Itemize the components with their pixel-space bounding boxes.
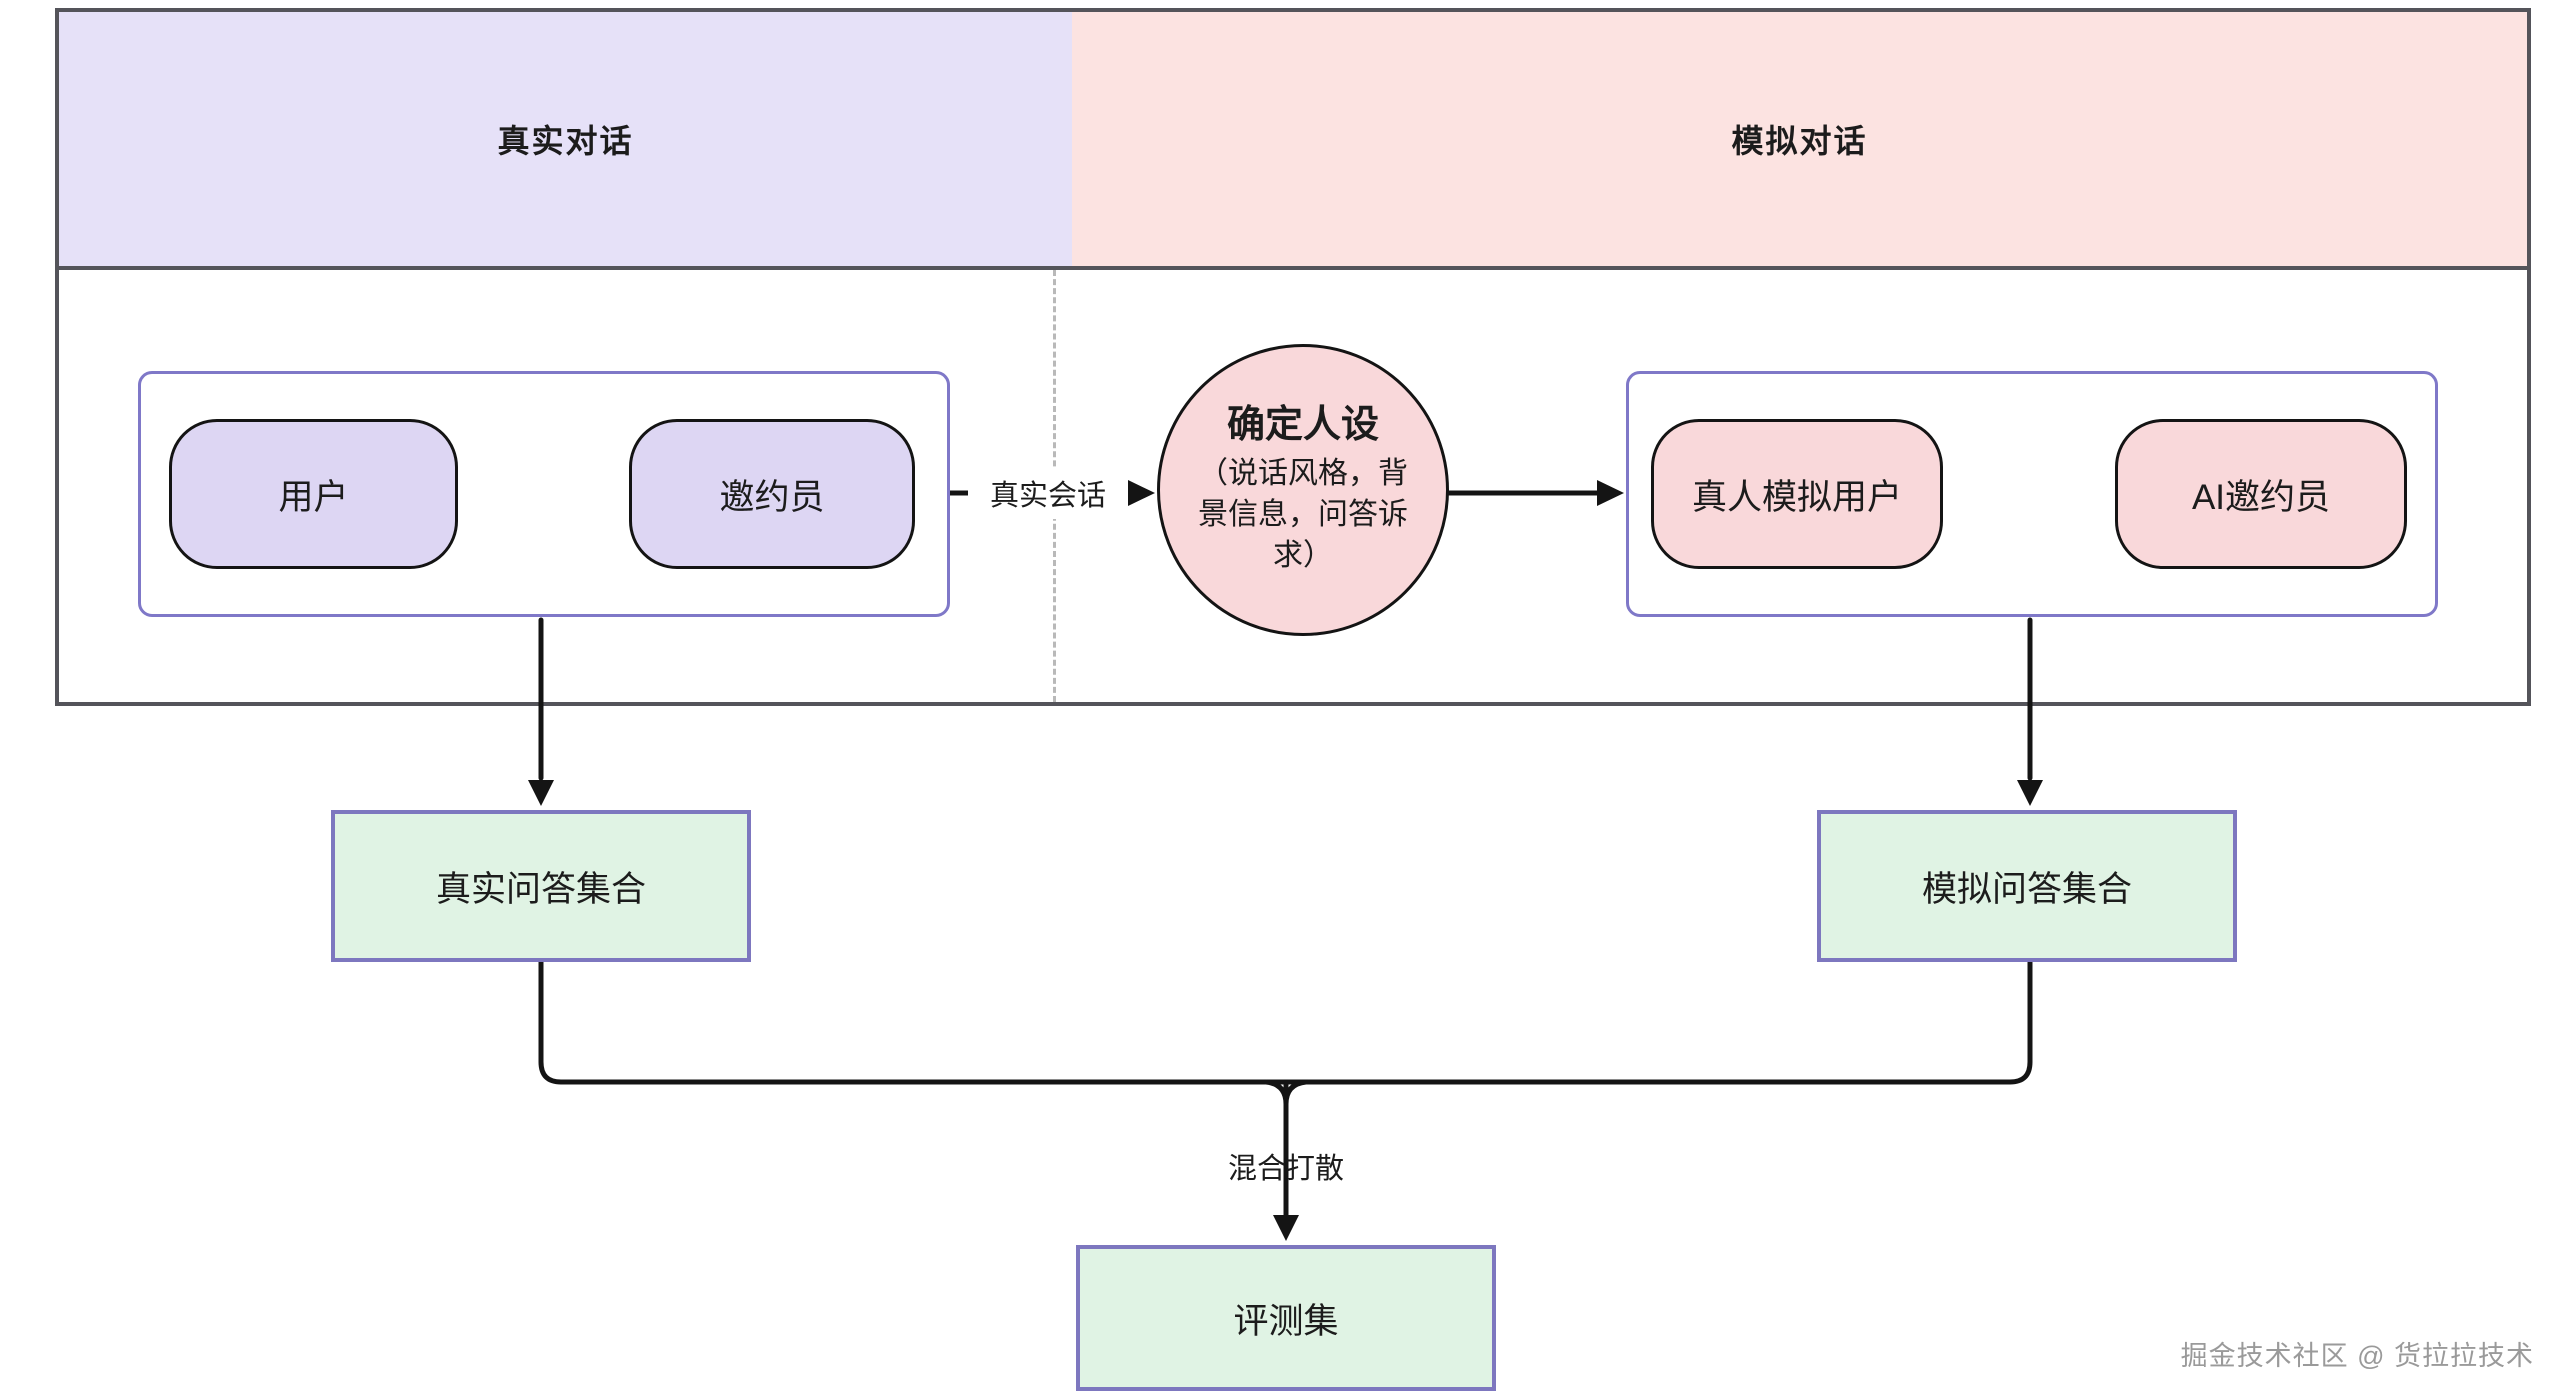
- ai-inviter-node-label: AI邀约员: [2191, 477, 2331, 517]
- arrowhead-sim-qa: [2017, 780, 2043, 806]
- comparison-table-outline: [55, 8, 2531, 706]
- header-cell-sim-dialogue: 模拟对话: [1072, 12, 2527, 266]
- sim-user-node-label: 真人模拟用户: [1691, 477, 1902, 517]
- edge-label-real-session: 真实会话: [968, 467, 1128, 519]
- persona-circle-node: 确定人设 （说话风格，背 景信息，问答诉 求）: [1157, 344, 1449, 636]
- sim-qa-set-label: 模拟问答集合: [1921, 869, 2132, 909]
- persona-subtitle-line-2: 景信息，问答诉: [1198, 498, 1408, 532]
- merge-junction-right-curve: [1283, 1079, 1309, 1107]
- persona-subtitle-line-1: （说话风格，背: [1198, 456, 1408, 490]
- arrowhead-to-persona: [1128, 480, 1155, 506]
- header-cell-real-dialogue: 真实对话: [59, 12, 1072, 266]
- merge-junction-left-curve: [1263, 1079, 1289, 1107]
- watermark: 掘金技术社区 @ 货拉拉技术: [2180, 1341, 2534, 1371]
- real-qa-set-label: 真实问答集合: [435, 869, 646, 909]
- inviter-node-label: 邀约员: [719, 477, 825, 517]
- real-session-text: 真实会话: [989, 480, 1106, 512]
- user-node-label: 用户: [278, 477, 349, 517]
- inviter-node: 邀约员: [629, 419, 915, 569]
- user-node: 用户: [169, 419, 458, 569]
- persona-subtitle-line-3: 求）: [1273, 539, 1333, 573]
- header-bottom-border: [59, 266, 2527, 270]
- real-qa-set-box: 真实问答集合: [331, 810, 751, 962]
- edge-merge-rail: [538, 959, 2033, 1085]
- persona-title: 确定人设: [1226, 404, 1379, 447]
- ai-inviter-node: AI邀约员: [2115, 419, 2407, 569]
- sim-user-node: 真人模拟用户: [1651, 419, 1943, 569]
- arrowhead-to-sim-group: [1597, 480, 1624, 506]
- mix-shuffle-text: 混合打散: [1227, 1153, 1344, 1185]
- eval-set-label: 评测集: [1233, 1301, 1339, 1341]
- header-sim-label: 模拟对话: [1731, 123, 1868, 159]
- sim-qa-set-box: 模拟问答集合: [1817, 810, 2237, 962]
- edge-label-mix-shuffle: 混合打散: [1206, 1144, 1366, 1188]
- arrowhead-eval-set: [1273, 1215, 1299, 1241]
- eval-set-box: 评测集: [1076, 1245, 1496, 1391]
- arrowhead-real-qa: [528, 780, 554, 806]
- header-real-label: 真实对话: [497, 123, 634, 159]
